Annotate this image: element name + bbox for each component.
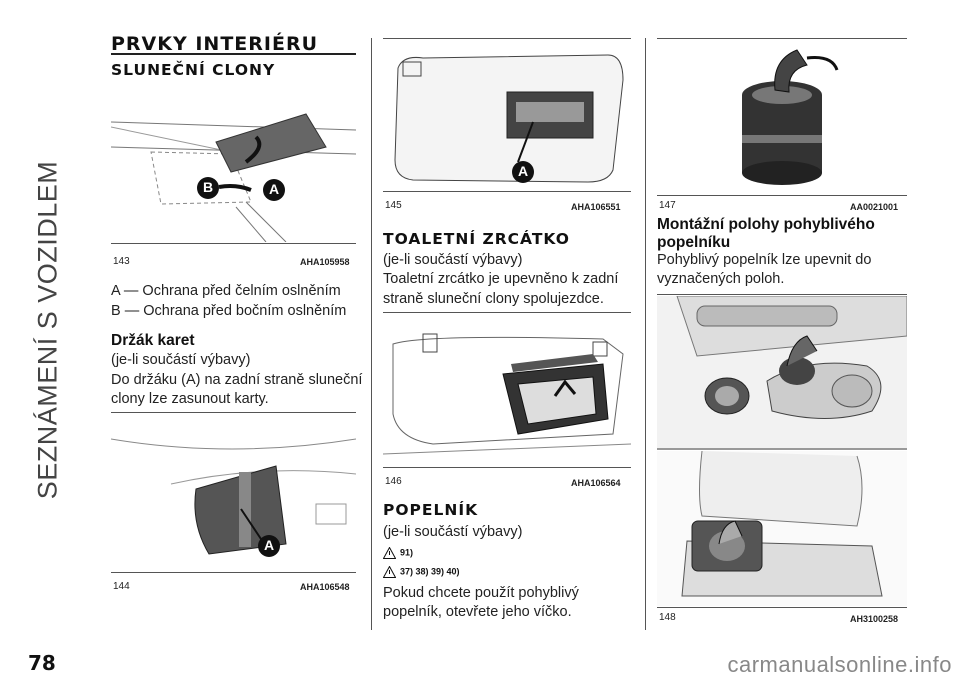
mount-heading-1: Montážní polohy pohyblivého xyxy=(657,216,875,233)
figure-number: 146 xyxy=(385,476,402,487)
figure-rule xyxy=(657,294,907,295)
ashtray-text-3: popelník, otevřete jeho víčko. xyxy=(383,604,572,620)
figure-rule xyxy=(383,38,631,39)
visor-line-b: B — Ochrana před bočním oslněním xyxy=(111,303,347,319)
label-b: B xyxy=(202,179,214,195)
mirror-text-2: Toaletní zrcátko je upevněno k zadní xyxy=(383,271,619,287)
warning-triangle-icon xyxy=(383,566,396,578)
mirror-heading: TOALETNÍ ZRCÁTKO xyxy=(383,230,570,248)
figure-144: A xyxy=(111,414,356,572)
label-a: A xyxy=(268,181,280,197)
title-rule xyxy=(111,53,356,55)
figure-number: 148 xyxy=(659,612,676,623)
sun-visor-illustration xyxy=(111,113,356,242)
visor-line-a: A — Ochrana před čelním oslněním xyxy=(111,283,341,299)
figure-rule xyxy=(383,467,631,468)
card-holder-text-1: (je-li součástí výbavy) xyxy=(111,352,251,368)
figure-rule xyxy=(383,191,631,192)
ashtray-heading: POPELNÍK xyxy=(383,501,479,519)
figure-146 xyxy=(383,314,631,466)
figure-rule xyxy=(657,607,907,608)
figure-rule xyxy=(383,312,631,313)
figure-148 xyxy=(657,296,907,606)
figure-rule xyxy=(111,572,356,573)
ashtray-positions-illustration xyxy=(657,296,907,606)
warning-ref-2: 37) 38) 39) 40) xyxy=(383,566,460,578)
mount-text-2: vyznačených poloh. xyxy=(657,271,785,287)
watermark: carmanualsonline.info xyxy=(727,652,952,677)
ashtray-text-2: Pokud chcete použít pohyblivý xyxy=(383,585,579,601)
figure-number: 145 xyxy=(385,200,402,211)
column-divider-2 xyxy=(645,38,646,630)
mirror-text-3: straně sluneční clony spolujezdce. xyxy=(383,291,604,307)
mount-text-1: Pohyblivý popelník lze upevnit do xyxy=(657,252,872,268)
chapter-side-title: SEZNÁMENÍ S VOZIDLEM xyxy=(18,50,78,610)
warning-ref-text: 37) 38) 39) 40) xyxy=(400,566,460,577)
figure-number: 147 xyxy=(659,200,676,211)
section-title: PRVKY INTERIÉRU xyxy=(111,33,319,55)
card-holder-heading: Držák karet xyxy=(111,332,195,349)
figure-rule xyxy=(657,195,907,196)
figure-number: 144 xyxy=(113,581,130,592)
figure-code: AHA106548 xyxy=(300,582,350,592)
figure-rule xyxy=(111,412,356,413)
ashtray-illustration xyxy=(742,49,839,185)
card-holder-illustration xyxy=(111,438,356,557)
figure-code: AHA106551 xyxy=(571,202,621,212)
figure-rule xyxy=(111,243,356,244)
card-holder-text-3: clony lze zasunout karty. xyxy=(111,391,269,407)
column-divider-1 xyxy=(371,38,372,630)
figure-143: B A xyxy=(111,92,356,242)
section-subtitle: SLUNEČNÍ CLONY xyxy=(111,61,276,79)
figure-code: AHA105958 xyxy=(300,257,350,267)
mirror-text-1: (je-li součástí výbavy) xyxy=(383,252,523,268)
figure-rule xyxy=(657,38,907,39)
figure-code: AHA106564 xyxy=(571,478,621,488)
figure-number: 143 xyxy=(113,256,130,267)
figure-145: A xyxy=(383,40,631,190)
vanity-mirror-back-illustration xyxy=(394,54,624,183)
label-a: A xyxy=(517,163,529,179)
figure-code: AH3100258 xyxy=(850,614,899,624)
figure-code: AA0021001 xyxy=(850,202,899,212)
warning-ref-1: 91) xyxy=(383,547,413,559)
warning-triangle-icon xyxy=(383,547,396,559)
page-number: 78 xyxy=(28,651,56,675)
mount-heading-2: popelníku xyxy=(657,234,731,251)
label-a: A xyxy=(263,537,275,553)
vanity-mirror-open-illustration xyxy=(383,333,631,455)
figure-147 xyxy=(657,40,907,190)
ashtray-text-1: (je-li součástí výbavy) xyxy=(383,524,523,540)
warning-ref-text: 91) xyxy=(400,547,414,558)
card-holder-text-2: Do držáku (A) na zadní straně sluneční xyxy=(111,372,363,388)
chapter-side-title-text: SEZNÁMENÍ S VOZIDLEM xyxy=(32,160,63,500)
